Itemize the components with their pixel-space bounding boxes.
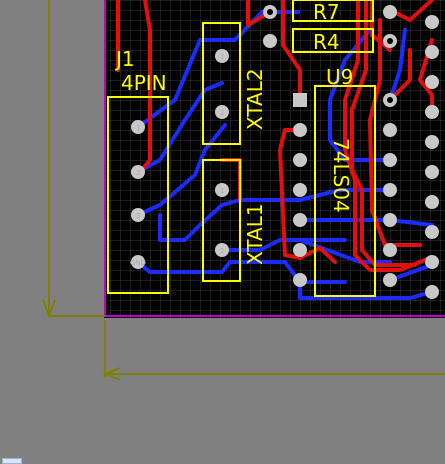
via[interactable]	[387, 97, 393, 103]
j1-pad-2[interactable]	[131, 165, 145, 179]
component-xtal2[interactable]: 1 2 XTAL2	[202, 22, 267, 145]
u9-pad-8[interactable]	[383, 273, 397, 287]
edge-pad[interactable]	[425, 75, 439, 89]
u9-pad-6[interactable]	[293, 243, 307, 257]
u9-pad-3[interactable]	[293, 153, 307, 167]
u9-pad-9[interactable]	[383, 243, 397, 257]
edge-pad[interactable]	[425, 285, 439, 299]
u9-pad-2[interactable]	[293, 123, 307, 137]
component-xtal1[interactable]: 1 2 XTAL1	[202, 159, 267, 282]
j1-pin-label-1: 1	[136, 124, 140, 132]
u9-comment: 74LS04	[329, 138, 353, 213]
edge-pad[interactable]	[425, 165, 439, 179]
layer-tab-icon[interactable]	[2, 458, 22, 464]
j1-pad-4[interactable]	[131, 255, 145, 269]
u9-pad-10[interactable]	[383, 213, 397, 227]
u9-pad-1[interactable]	[293, 93, 307, 107]
xtal2-silkscreen	[202, 22, 241, 145]
u9-pad-13[interactable]	[383, 123, 397, 137]
r7-pad-2[interactable]	[383, 5, 397, 19]
r4-pad-1[interactable]	[263, 34, 277, 48]
j1-pin-label-4: GND	[130, 259, 146, 267]
u9-pad-5[interactable]	[293, 213, 307, 227]
xtal1-silkscreen	[202, 159, 241, 282]
edge-pad[interactable]	[425, 105, 439, 119]
via[interactable]	[267, 9, 273, 15]
u9-silkscreen	[314, 85, 376, 297]
j1-pad-3[interactable]	[131, 208, 145, 222]
right-edge-pads[interactable]	[425, 15, 439, 299]
j1-silkscreen	[107, 96, 169, 294]
xtal2-designator: XTAL2	[243, 68, 267, 130]
component-u9[interactable]: U9 74LS04	[293, 65, 397, 297]
xtal1-designator: XTAL1	[243, 203, 267, 265]
xtal2-pin-label-2: 2	[220, 109, 224, 117]
via[interactable]	[387, 38, 393, 44]
component-j1[interactable]: J1 4PIN 1 2 3 GND	[107, 47, 169, 294]
r7-silkscreen	[292, 0, 374, 22]
xtal1-pin-label-1: 1	[220, 187, 224, 195]
xtal2-pin-label-1: 1	[220, 53, 224, 61]
j1-pin-label-3: 3	[136, 212, 140, 220]
r4-designator: R4	[313, 30, 340, 54]
xtal2-pad-1[interactable]	[215, 49, 229, 63]
edge-pad[interactable]	[425, 45, 439, 59]
j1-comment: 4PIN	[121, 71, 167, 95]
j1-pad-1[interactable]	[131, 120, 145, 134]
xtal1-pad-2[interactable]	[215, 243, 229, 257]
edge-pad[interactable]	[425, 195, 439, 209]
j1-designator: J1	[114, 47, 135, 71]
xtal1-pin-label-2: 2	[220, 247, 224, 255]
u9-designator: U9	[326, 65, 353, 89]
r4-silkscreen	[292, 28, 374, 53]
edge-pad[interactable]	[425, 135, 439, 149]
edge-pad[interactable]	[425, 225, 439, 239]
edge-pad[interactable]	[425, 15, 439, 29]
edge-pad[interactable]	[425, 255, 439, 269]
vias[interactable]	[267, 9, 393, 103]
component-r7[interactable]: R7	[263, 0, 397, 24]
xtal1-pad-1[interactable]	[215, 183, 229, 197]
xtal2-pad-2[interactable]	[215, 105, 229, 119]
u9-pad-11[interactable]	[383, 183, 397, 197]
u9-pad-12[interactable]	[383, 153, 397, 167]
j1-pin-label-2: 2	[136, 169, 140, 177]
r7-designator: R7	[313, 0, 340, 24]
u9-pad-4[interactable]	[293, 183, 307, 197]
u9-pad-7[interactable]	[293, 273, 307, 287]
dimension-lines	[42, 0, 445, 381]
